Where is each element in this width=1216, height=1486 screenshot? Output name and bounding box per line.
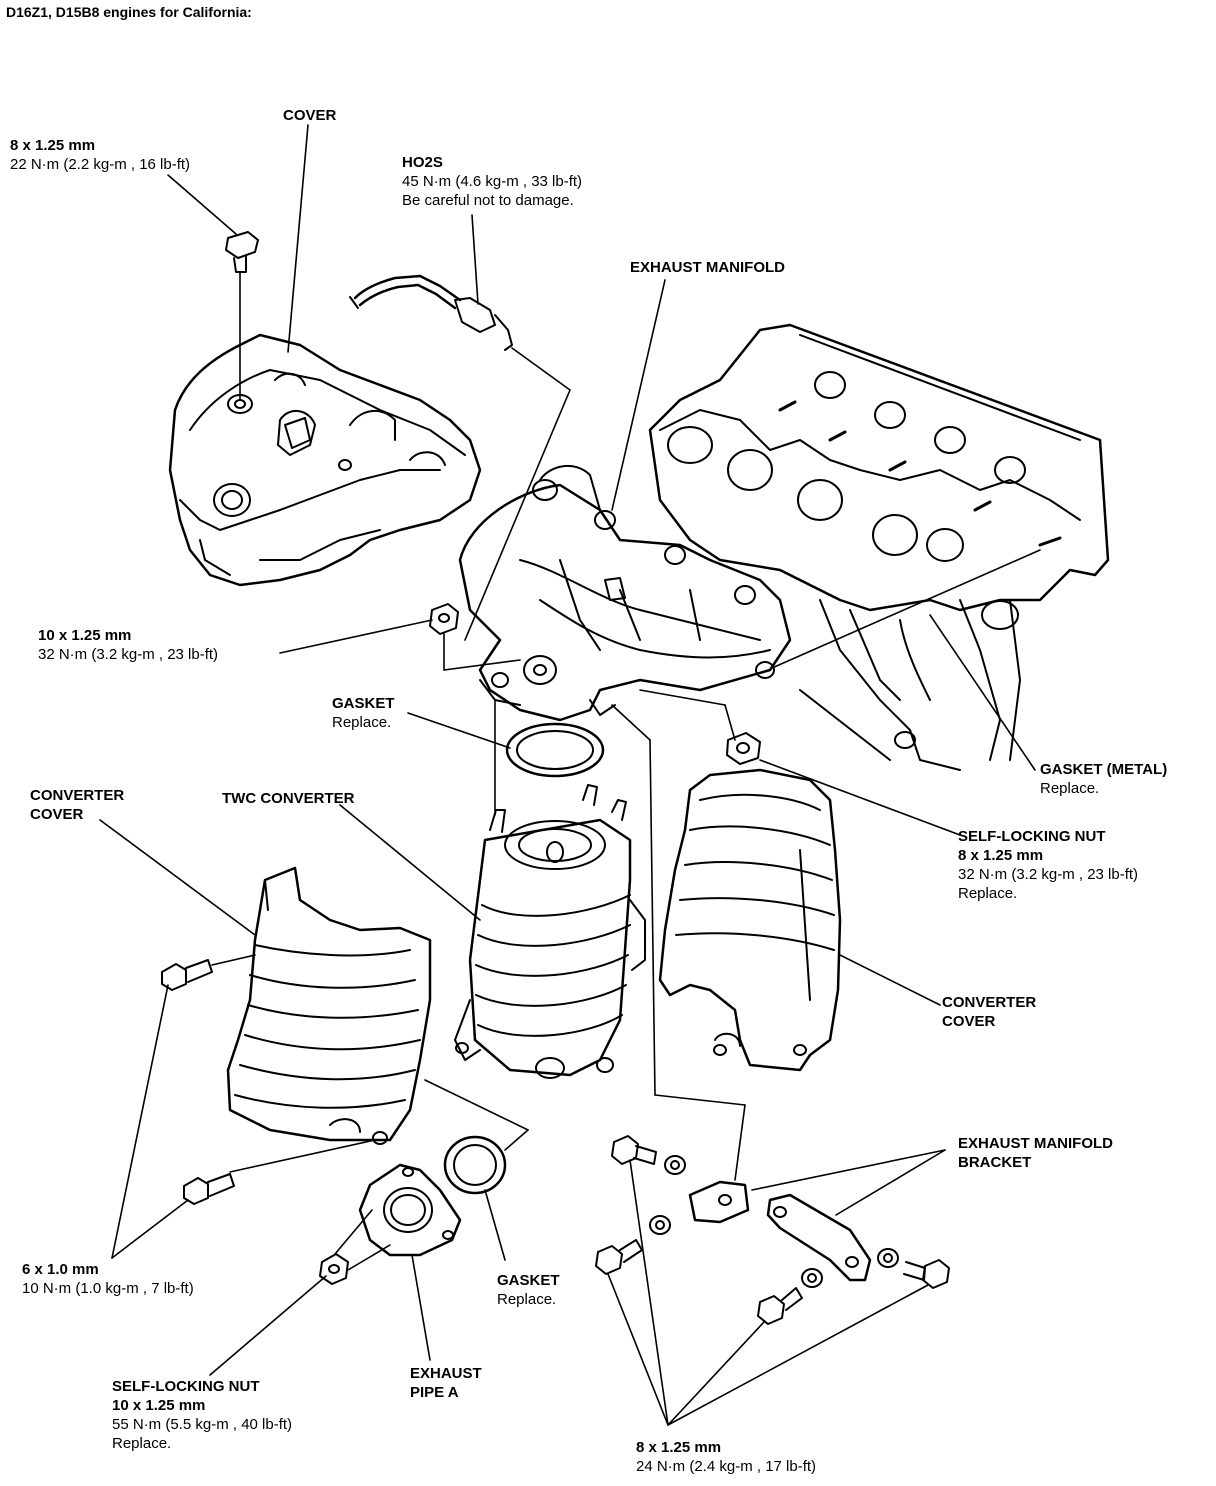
gasket-metal-label: GASKET (METAL) — [1040, 761, 1168, 778]
self-locking-nut-10-part — [320, 1254, 348, 1284]
label-manifold-nut: 10 x 1.25 mm 32 N·m (3.2 kg-m , 23 lb-ft… — [38, 626, 218, 664]
manifold-bracket-line1: EXHAUST MANIFOLD — [958, 1135, 1113, 1152]
gasket-lower-label: GASKET — [497, 1272, 560, 1289]
bracket-washers-and-bolts — [596, 1136, 949, 1324]
self-locking-nut-10-torque: 55 N·m (5.5 kg-m , 40 lb-ft) — [112, 1416, 293, 1433]
self-locking-nut-10-label: SELF-LOCKING NUT — [112, 1378, 260, 1395]
label-gasket-upper: GASKET Replace. — [332, 694, 395, 732]
gasket-metal-note: Replace. — [1040, 780, 1100, 797]
label-cover-bolt: 8 x 1.25 mm 22 N·m (2.2 kg-m , 16 lb-ft) — [10, 136, 190, 174]
label-twc-converter: TWC CONVERTER — [222, 789, 355, 808]
bolt-6-torque: 10 N·m (1.0 kg-m , 7 lb-ft) — [22, 1280, 194, 1297]
label-bolt-6: 6 x 1.0 mm 10 N·m (1.0 kg-m , 7 lb-ft) — [22, 1260, 194, 1298]
leader-lines — [100, 125, 1040, 1425]
cover-bolt-torque: 22 N·m (2.2 kg-m , 16 lb-ft) — [10, 156, 191, 173]
cover-bolt-size: 8 x 1.25 mm — [10, 137, 96, 154]
label-cover: COVER — [283, 106, 336, 125]
upper-gasket-part — [507, 724, 603, 776]
manifold-nut-size: 10 x 1.25 mm — [38, 627, 132, 644]
gasket-lower-note: Replace. — [497, 1291, 557, 1308]
manifold-heat-cover — [170, 335, 480, 585]
label-exhaust-manifold: EXHAUST MANIFOLD — [630, 258, 785, 277]
manifold-bracket-part — [690, 1182, 870, 1280]
bracket-bolt-torque: 24 N·m (2.4 kg-m , 17 lb-ft) — [636, 1458, 817, 1475]
lower-gasket-part — [445, 1137, 505, 1193]
label-self-locking-nut-10: SELF-LOCKING NUT 10 x 1.25 mm 55 N·m (5.… — [112, 1377, 292, 1453]
converter-cover-left-line2: COVER — [30, 806, 84, 823]
bolt-6-size: 6 x 1.0 mm — [22, 1261, 99, 1278]
manifold-nut-torque: 32 N·m (3.2 kg-m , 23 lb-ft) — [38, 646, 219, 663]
manifold-bracket-line2: BRACKET — [958, 1154, 1032, 1171]
converter-cover-left-line1: CONVERTER — [30, 787, 125, 804]
label-manifold-bracket: EXHAUST MANIFOLD BRACKET — [958, 1134, 1113, 1172]
exhaust-manifold-part — [460, 466, 790, 720]
self-locking-nut-10-note: Replace. — [112, 1435, 172, 1452]
label-converter-cover-left: CONVERTER COVER — [30, 786, 124, 824]
converter-cover-right-line1: CONVERTER — [942, 994, 1037, 1011]
right-converter-cover-part — [660, 770, 840, 1070]
label-converter-cover-right: CONVERTER COVER — [942, 993, 1036, 1031]
label-gasket-lower: GASKET Replace. — [497, 1271, 560, 1309]
label-gasket-metal: GASKET (METAL) Replace. — [1040, 760, 1167, 798]
self-locking-nut-10-size: 10 x 1.25 mm — [112, 1397, 206, 1414]
cover-bolt-6-upper-part — [162, 960, 212, 990]
label-self-locking-nut-8: SELF-LOCKING NUT 8 x 1.25 mm 32 N·m (3.2… — [958, 827, 1138, 903]
converter-cover-right-line2: COVER — [942, 1013, 996, 1030]
exhaust-pipe-a-line2: PIPE A — [410, 1384, 459, 1401]
self-locking-nut-8-part — [727, 733, 760, 764]
cover-label: COVER — [283, 107, 337, 124]
ho2s-torque: 45 N·m (4.6 kg-m , 33 lb-ft) — [402, 173, 583, 190]
ho2s-note: Be careful not to damage. — [402, 192, 574, 209]
cover-bolt-6-lower-part — [184, 1174, 234, 1204]
exhaust-manifold-label: EXHAUST MANIFOLD — [630, 259, 785, 276]
cylinder-head-flange — [650, 325, 1108, 770]
self-locking-nut-8-size: 8 x 1.25 mm — [958, 847, 1044, 864]
left-converter-cover-part — [228, 868, 430, 1144]
diagram-title: D16Z1, D15B8 engines for California: — [6, 4, 252, 20]
self-locking-nut-8-torque: 32 N·m (3.2 kg-m , 23 lb-ft) — [958, 866, 1139, 883]
label-exhaust-pipe-a: EXHAUST PIPE A — [410, 1364, 482, 1402]
self-locking-nut-8-label: SELF-LOCKING NUT — [958, 828, 1106, 845]
gasket-upper-label: GASKET — [332, 695, 395, 712]
label-bracket-bolt: 8 x 1.25 mm 24 N·m (2.4 kg-m , 17 lb-ft) — [636, 1438, 816, 1476]
exhaust-pipe-a-line1: EXHAUST — [410, 1365, 482, 1382]
label-ho2s: HO2S 45 N·m (4.6 kg-m , 33 lb-ft) Be car… — [402, 153, 582, 210]
gasket-upper-note: Replace. — [332, 714, 392, 731]
cover-bolt-part — [226, 232, 258, 272]
twc-converter-part — [455, 785, 645, 1078]
self-locking-nut-8-note: Replace. — [958, 885, 1018, 902]
ho2s-label: HO2S — [402, 154, 443, 171]
twc-converter-label: TWC CONVERTER — [222, 790, 355, 807]
manifold-nut-part — [430, 604, 458, 634]
bracket-bolt-size: 8 x 1.25 mm — [636, 1439, 722, 1456]
exhaust-pipe-a-flange-part — [360, 1165, 460, 1255]
ho2s-sensor-part — [350, 276, 512, 350]
